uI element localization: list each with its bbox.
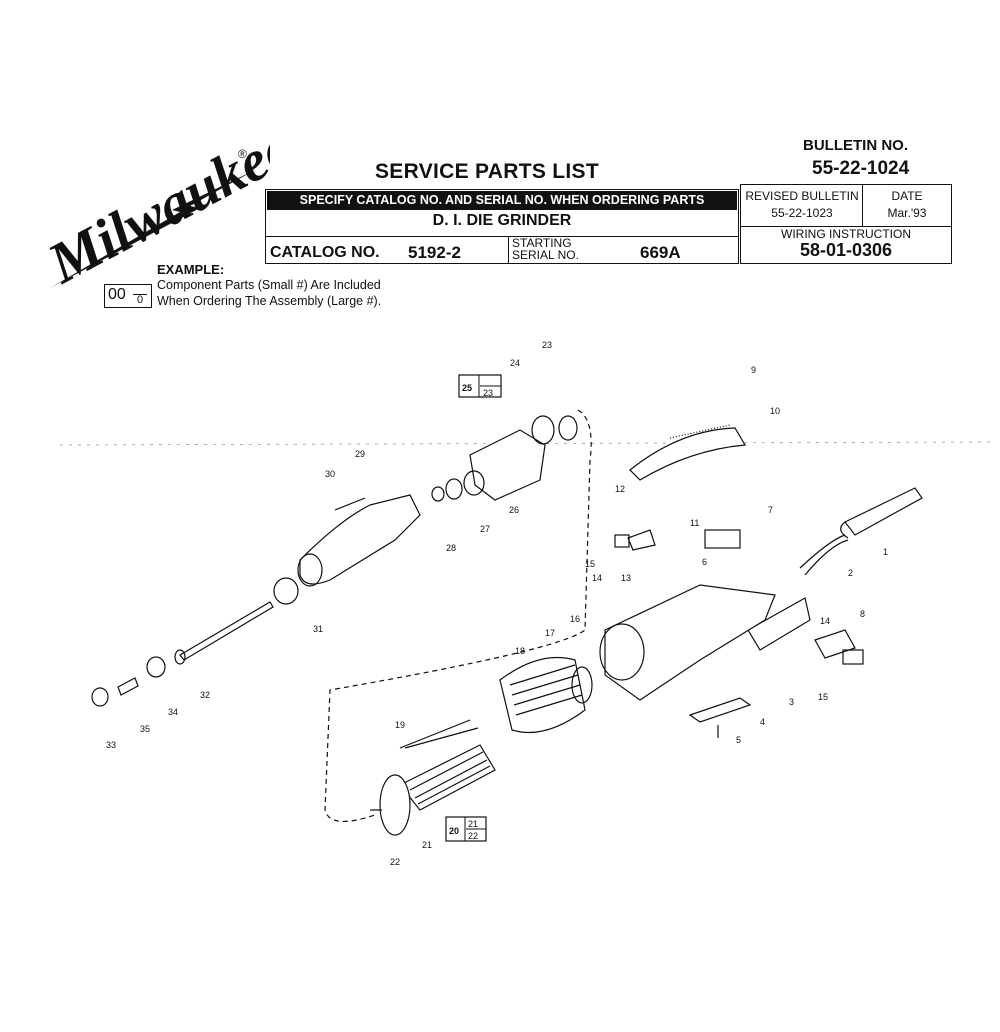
part-number: 11 bbox=[690, 518, 699, 528]
part-number: 16 bbox=[570, 614, 580, 624]
divider bbox=[265, 236, 739, 237]
part-number: 10 bbox=[770, 406, 780, 416]
assembly-20-small-bottom: 22 bbox=[468, 831, 478, 841]
serial-label: STARTING SERIAL NO. bbox=[512, 237, 579, 261]
part-number: 17 bbox=[545, 628, 555, 638]
part-number: 33 bbox=[106, 740, 116, 750]
part-number: 23 bbox=[542, 340, 552, 350]
milwaukee-logo: Milwaukee ® bbox=[37, 140, 270, 290]
part-number: 9 bbox=[751, 365, 756, 375]
part-number: 22 bbox=[390, 857, 400, 867]
part-number: 3 bbox=[789, 697, 794, 707]
part-number: 31 bbox=[313, 624, 323, 634]
revised-bulletin-label: REVISED BULLETIN bbox=[745, 189, 859, 203]
date-value: Mar.'93 bbox=[887, 206, 927, 220]
model-name: D. I. DIE GRINDER bbox=[432, 212, 572, 229]
exploded-parts-diagram: 25 23 20 21 22 1 2 3 4 5 6 7 8 9 10 11 1… bbox=[59, 340, 996, 867]
svg-text:Milwaukee: Milwaukee bbox=[37, 140, 270, 290]
part-number: 27 bbox=[480, 524, 490, 534]
part-number: 35 bbox=[140, 724, 150, 734]
part-number: 26 bbox=[509, 505, 519, 515]
part-number: 32 bbox=[200, 690, 210, 700]
assembly-box-25: 25 23 bbox=[458, 374, 502, 398]
part-number: 34 bbox=[168, 707, 178, 717]
part-number: 8 bbox=[860, 609, 865, 619]
part-number: 2 bbox=[848, 568, 853, 578]
wiring-instruction-number: 58-01-0306 bbox=[799, 240, 893, 260]
assembly-20-big: 20 bbox=[449, 826, 459, 836]
example-line-2: When Ordering The Assembly (Large #). bbox=[157, 294, 382, 308]
example-assembly-box bbox=[104, 284, 152, 308]
part-number: 21 bbox=[422, 840, 432, 850]
wiring-instruction-label: WIRING INSTRUCTION bbox=[781, 227, 911, 241]
part-number: 19 bbox=[395, 720, 405, 730]
example-label: EXAMPLE: bbox=[157, 262, 225, 277]
divider bbox=[740, 226, 952, 227]
part-number: 18 bbox=[515, 646, 525, 656]
part-number: 4 bbox=[760, 717, 765, 727]
bulletin-number: 55-22-1024 bbox=[812, 158, 910, 179]
assembly-20-small-top: 21 bbox=[468, 819, 478, 829]
page-title: SERVICE PARTS LIST bbox=[375, 160, 599, 183]
part-number: 29 bbox=[355, 449, 365, 459]
bulletin-label: BULLETIN NO. bbox=[803, 137, 908, 154]
assembly-25-small: 23 bbox=[483, 388, 493, 398]
part-number: 13 bbox=[621, 573, 631, 583]
part-number: 15 bbox=[585, 559, 595, 569]
part-number: 28 bbox=[446, 543, 456, 553]
part-number: 14 bbox=[592, 573, 602, 583]
part-number: 7 bbox=[768, 505, 773, 515]
revised-bulletin-number: 55-22-1023 bbox=[771, 206, 833, 220]
revision-info-box bbox=[740, 184, 952, 264]
part-number: 6 bbox=[702, 557, 707, 567]
assembly-box-20: 20 21 22 bbox=[445, 816, 487, 842]
part-number: 1 bbox=[883, 547, 888, 557]
part-number: 14 bbox=[820, 616, 830, 626]
example-line-1: Component Parts (Small #) Are Included bbox=[157, 278, 381, 292]
example-small-number: 0 bbox=[133, 286, 147, 306]
divider bbox=[862, 184, 863, 227]
part-callouts: 1 2 3 4 5 6 7 8 9 10 11 12 13 14 15 14 1… bbox=[106, 340, 888, 867]
serial-number: 669A bbox=[640, 243, 681, 262]
catalog-number: 5192-2 bbox=[408, 243, 461, 262]
example-big-number: 00 bbox=[108, 286, 126, 303]
assembly-25-big: 25 bbox=[462, 383, 472, 393]
svg-text:®: ® bbox=[238, 147, 247, 161]
divider bbox=[508, 236, 509, 264]
part-number: 12 bbox=[615, 484, 625, 494]
serial-label-line1: STARTING bbox=[512, 236, 572, 250]
specify-banner: SPECIFY CATALOG NO. AND SERIAL NO. WHEN … bbox=[267, 191, 737, 210]
example-small-value: 0 bbox=[136, 294, 144, 306]
catalog-info-box bbox=[265, 189, 739, 264]
part-number: 15 bbox=[818, 692, 828, 702]
part-number: 24 bbox=[510, 358, 520, 368]
serial-label-line2: SERIAL NO. bbox=[512, 248, 579, 262]
part-number: 30 bbox=[325, 469, 335, 479]
date-label: DATE bbox=[891, 189, 923, 203]
catalog-label: CATALOG NO. bbox=[270, 244, 380, 261]
part-number: 5 bbox=[736, 735, 741, 745]
